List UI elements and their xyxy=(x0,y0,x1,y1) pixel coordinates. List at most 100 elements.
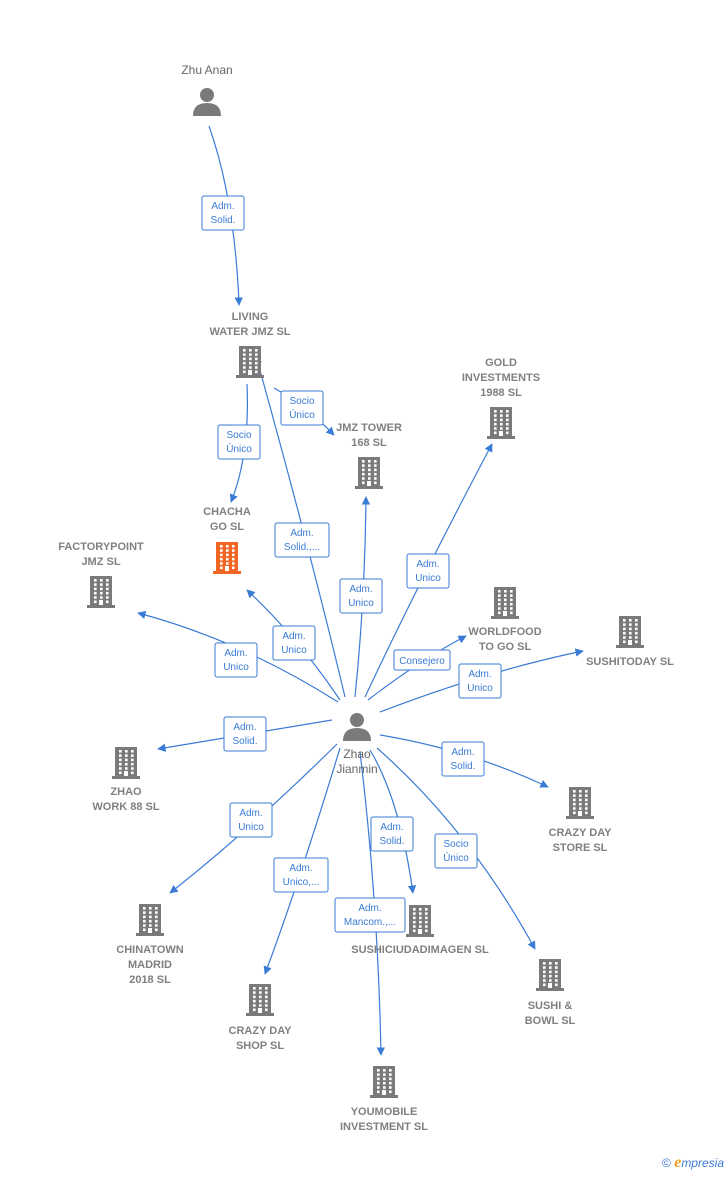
edge-label-box xyxy=(393,649,451,671)
node-label: 2018 SL xyxy=(129,974,171,986)
edge-label-zhao-crazyshop[interactable]: Adm.Unico,... xyxy=(273,857,329,893)
edge-label-text: Socio xyxy=(226,430,251,441)
edge-label-text: Adm. xyxy=(282,631,305,642)
edge-label-box xyxy=(280,390,324,426)
building-icon xyxy=(566,787,594,819)
node-label: Zhao xyxy=(343,747,371,761)
edge-label-text: Solid. xyxy=(232,736,257,747)
node-label: JMZ SL xyxy=(81,556,120,568)
edge-label-text: Único xyxy=(226,442,252,455)
edge-label-text: Adm. xyxy=(239,808,262,819)
node-label: YOUMOBILE xyxy=(351,1106,418,1118)
node-label: WATER JMZ SL xyxy=(209,326,290,338)
edge-label-text: Unico xyxy=(238,822,264,833)
empresia-logo[interactable]: © empresia xyxy=(662,1154,724,1172)
node-sushitoday[interactable]: SUSHITODAY SL xyxy=(586,616,674,668)
edge-label-zhao-chacha[interactable]: Adm.Unico xyxy=(272,625,316,661)
node-label: SUSHITODAY SL xyxy=(586,656,674,668)
building-icon xyxy=(246,984,274,1016)
edge-label-text: Adm. xyxy=(468,669,491,680)
node-youmobile[interactable]: YOUMOBILE INVESTMENT SL xyxy=(340,1066,428,1133)
edge-label-zhao-zhaowork[interactable]: Adm.Solid. xyxy=(223,716,267,752)
node-label: SUSHI & xyxy=(528,1000,573,1012)
building-icon xyxy=(136,904,164,936)
edge-label-text: Adm. xyxy=(451,747,474,758)
building-icon xyxy=(406,905,434,937)
edge-label-text: Unico xyxy=(467,683,493,694)
edge-label-zhao-jmz[interactable]: Adm.Unico xyxy=(339,578,383,614)
building-icon xyxy=(616,616,644,648)
edge-label-text: Socio xyxy=(289,396,314,407)
building-icon xyxy=(236,346,264,378)
logo-text: mpresia xyxy=(681,1156,724,1170)
edge-label-text: Unico xyxy=(223,662,249,673)
building-icon xyxy=(87,576,115,608)
node-label: JMZ TOWER xyxy=(336,422,402,434)
edge-label-zhao-living[interactable]: Adm.Solid.,... xyxy=(274,522,330,558)
building-icon xyxy=(370,1066,398,1098)
edge-label-zhao-factory[interactable]: Adm.Unico xyxy=(214,642,258,678)
node-label: MADRID xyxy=(128,959,172,971)
node-sushibowl[interactable]: SUSHI &BOWL SL xyxy=(525,959,576,1027)
node-label: CRAZY DAY xyxy=(229,1025,293,1037)
edge-label-zhu-living[interactable]: Adm. Solid. xyxy=(201,195,245,231)
edge-zhao-sushiciudad xyxy=(369,749,417,894)
node-label: 1988 SL xyxy=(480,387,522,399)
building-icon xyxy=(355,457,383,489)
node-crazyshop[interactable]: CRAZY DAY SHOP SL xyxy=(229,984,293,1052)
node-label: GO SL xyxy=(210,521,245,533)
edge-label-box xyxy=(272,625,316,661)
edge-label-zhao-youmobile[interactable]: Adm.Mancom.,... xyxy=(334,897,406,933)
edge-label-box xyxy=(406,553,450,589)
node-factory[interactable]: FACTORYPOINT JMZ SL xyxy=(58,541,144,608)
node-label: INVESTMENT SL xyxy=(340,1121,428,1133)
node-label: SHOP SL xyxy=(236,1040,284,1052)
edge-label-text: Unico,... xyxy=(283,877,320,888)
edge-label-box xyxy=(370,816,414,852)
edge-label-box xyxy=(434,833,478,869)
node-label: LIVING xyxy=(232,311,269,323)
person-icon xyxy=(193,88,221,116)
node-sushiciudad[interactable]: SUSHICIUDADIMAGEN SL xyxy=(351,905,489,956)
edge-label-text: Adm. xyxy=(380,822,403,833)
edge-label-text: Solid. xyxy=(379,836,404,847)
node-living[interactable]: LIVING WATER JMZ SL xyxy=(209,311,291,378)
logo-initial: e xyxy=(674,1154,682,1171)
building-icon xyxy=(487,407,515,439)
node-label: INVESTMENTS xyxy=(462,372,540,384)
node-label: Jianmin xyxy=(336,762,377,776)
edge-label-zhao-gold[interactable]: Adm.Unico xyxy=(406,553,450,589)
node-zhu[interactable]: Zhu Anan xyxy=(181,63,233,116)
node-label: FACTORYPOINT xyxy=(58,541,144,553)
edge-label-box xyxy=(229,802,273,838)
edge-label-box xyxy=(441,741,485,777)
edge-label-box xyxy=(274,522,330,558)
edge-label-text: Adm. xyxy=(211,201,234,212)
node-label: SUSHICIUDADIMAGEN SL xyxy=(351,944,489,956)
edge-label-zhao-sushitoday[interactable]: Adm. Unico xyxy=(458,663,502,699)
edge-label-text: Solid. xyxy=(210,215,235,226)
edge-label-zhao-crazystore[interactable]: Adm.Solid. xyxy=(441,741,485,777)
edge-label-box xyxy=(214,642,258,678)
edge-label-text: Único xyxy=(289,408,315,421)
edge-label-zhao-chinatown[interactable]: Adm. Unico xyxy=(229,802,273,838)
building-icon xyxy=(112,747,140,779)
edge-label-text: Mancom.,... xyxy=(344,917,396,928)
edge-label-zhao-worldfood[interactable]: Consejero xyxy=(393,649,451,671)
edge-label-text: Adm. xyxy=(290,528,313,539)
building-icon xyxy=(536,959,564,991)
edge-label-zhao-sushiciudad[interactable]: Adm. Solid. xyxy=(370,816,414,852)
